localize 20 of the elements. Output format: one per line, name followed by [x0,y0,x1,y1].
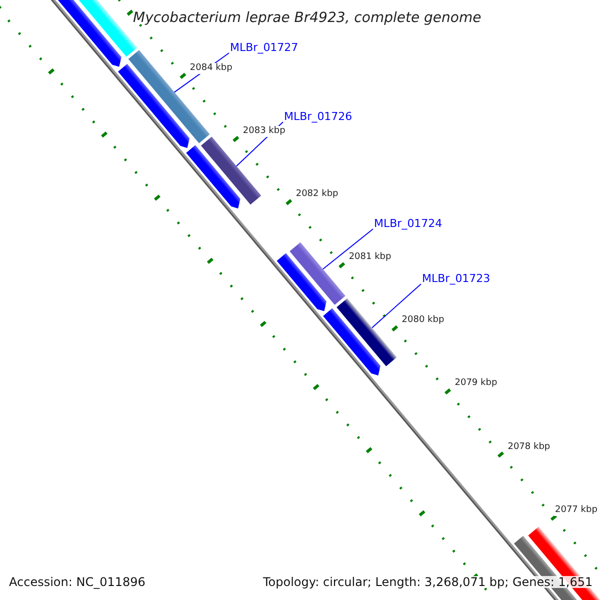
gene-label: MLBr_01727 [230,42,298,53]
scale-label: 2083 kbp [242,126,286,137]
scale-label: 2080 kbp [400,315,446,326]
accession-text: Accession: NC_011896 [9,576,146,588]
gene-bar [200,136,262,205]
leader-line [372,284,422,328]
scale-label: 2082 kbp [294,189,340,200]
gene-bar [336,298,397,366]
scale-label: 2081 kbp [348,252,392,264]
genome-info-text: Topology: circular; Length: 3,268,071 bp; Genes: 1,651 [263,576,593,588]
scale-label: 2078 kbp [506,442,552,453]
title: Mycobacterium leprae Br4923, complete genome [133,11,482,25]
scale-label: 2077 kbp [554,504,598,516]
scale-label: 2079 kbp [454,378,498,390]
gene-label: MLBr_01723 [422,273,490,284]
scale-label: 2084 kbp [188,62,234,74]
gene-bar [290,242,346,305]
gene-label: MLBr_01726 [284,111,352,122]
leader-line [322,228,374,270]
gene-label: MLBr_01724 [374,218,442,229]
